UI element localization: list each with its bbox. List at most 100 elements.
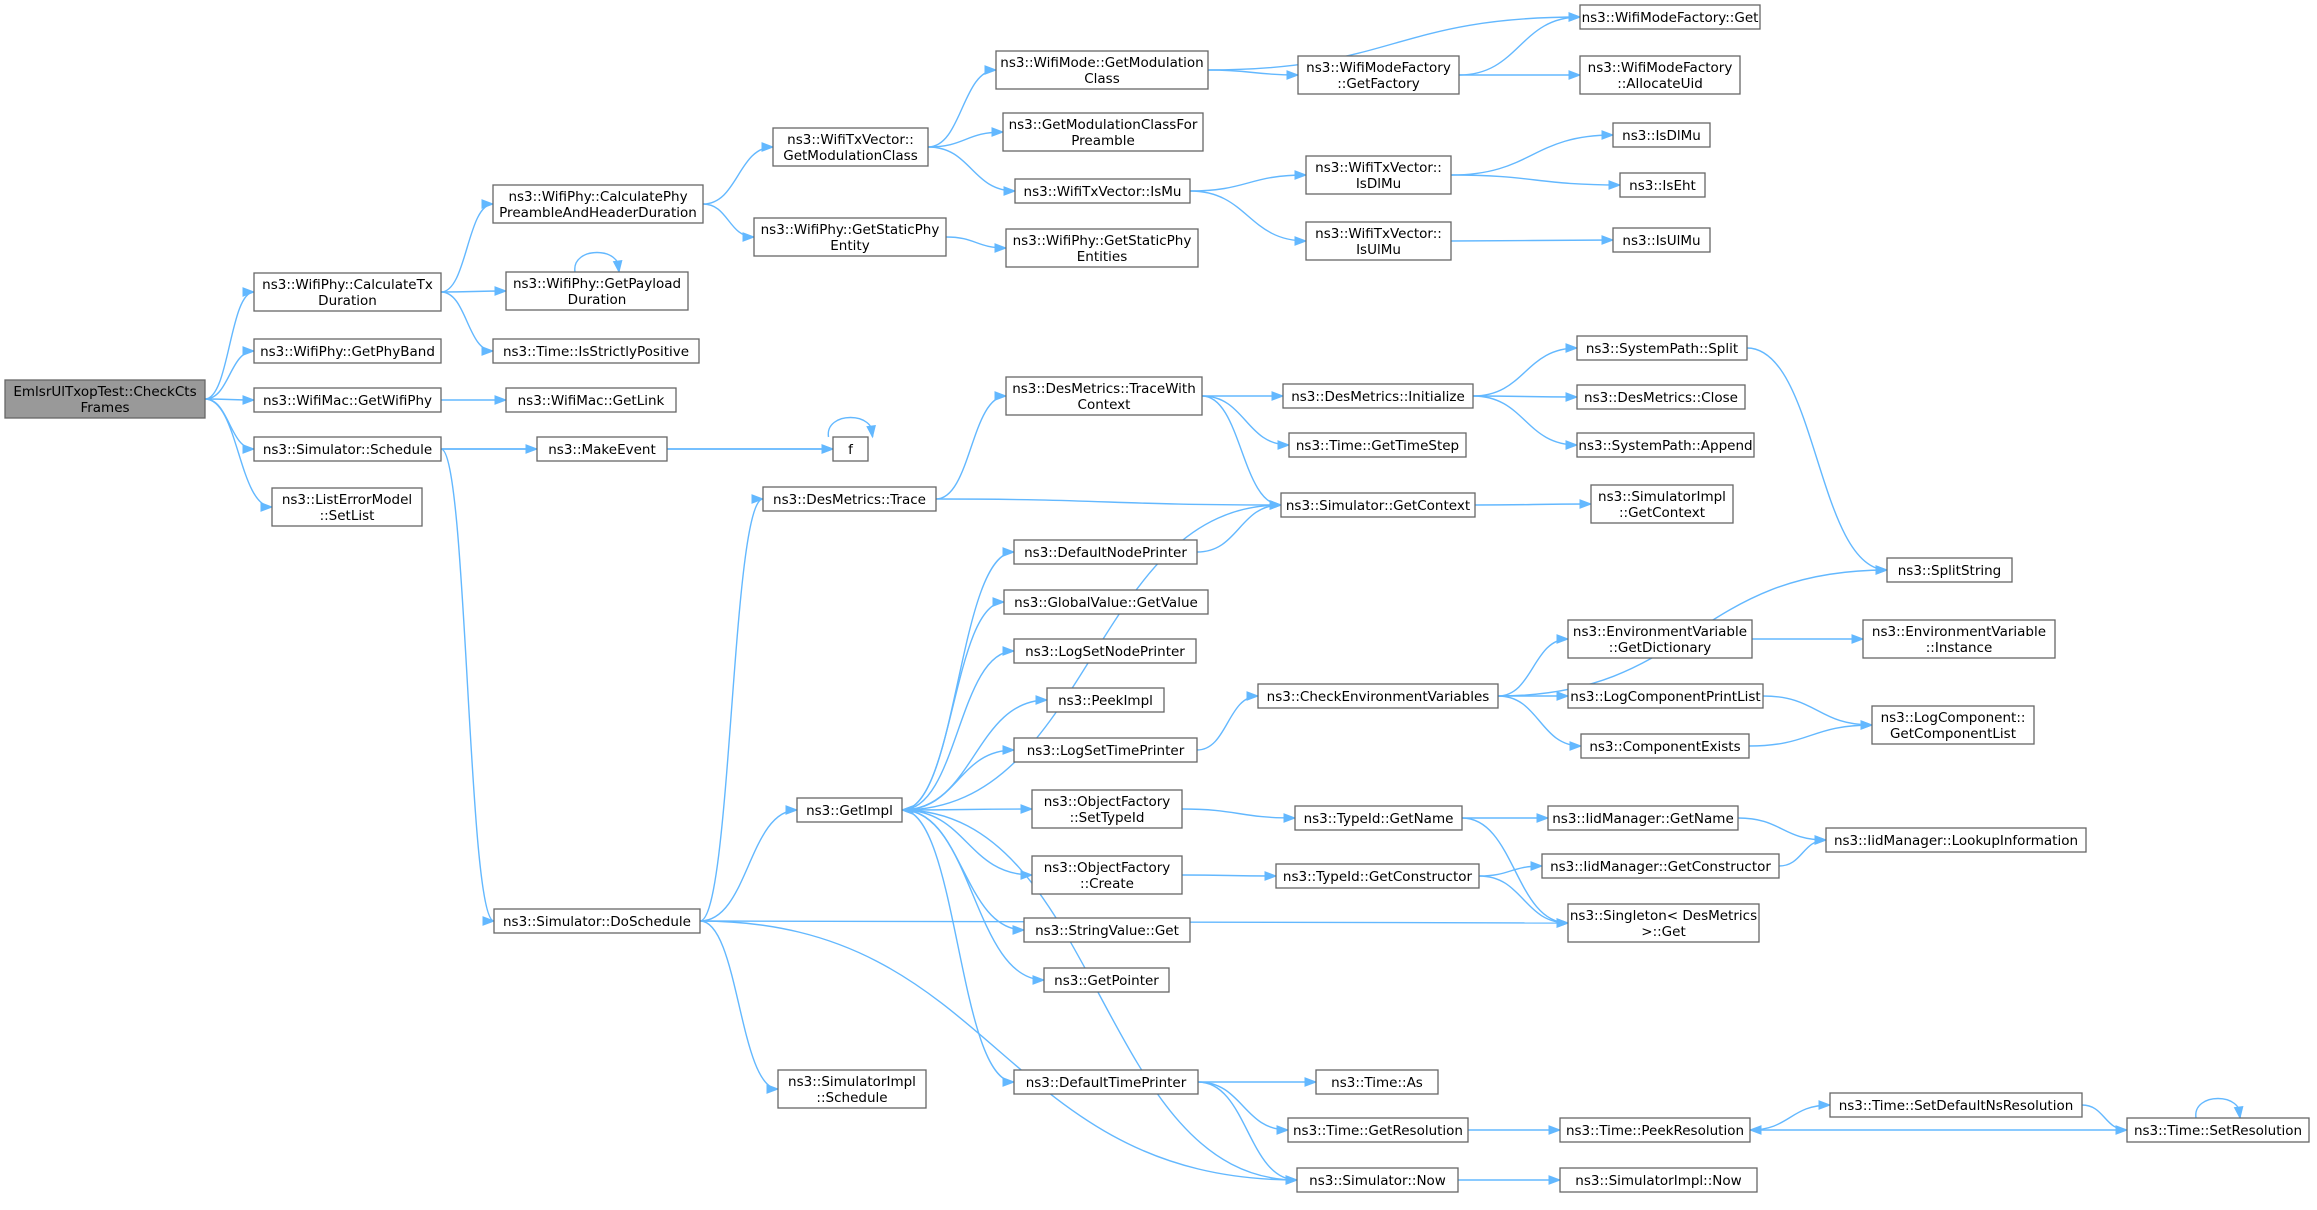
edge-arrowhead-58	[1875, 565, 1889, 575]
edge-logCompPrint-to-logCompList	[1762, 695, 1874, 730]
node-iidLookup[interactable]: ns3::IidManager::LookupInformation	[1825, 827, 2087, 853]
node-box-singletonGet	[1567, 903, 1760, 943]
node-iidGetName[interactable]: ns3::IidManager::GetName	[1547, 805, 1739, 831]
node-timeAs[interactable]: ns3::Time::As	[1315, 1069, 1439, 1095]
node-ofCreate[interactable]: ns3::ObjectFactory::Create	[1031, 855, 1183, 895]
node-defNodePrinter[interactable]: ns3::DefaultNodePrinter	[1013, 539, 1198, 565]
node-compExists[interactable]: ns3::ComponentExists	[1580, 733, 1750, 759]
node-label-wmfAlloc: ns3::WifiModeFactory	[1588, 60, 1733, 76]
node-isUlMu[interactable]: ns3::IsUlMu	[1612, 227, 1711, 253]
node-box-defTimePrinter	[1013, 1069, 1199, 1095]
node-splitString[interactable]: ns3::SplitString	[1886, 557, 2013, 583]
node-singletonGet[interactable]: ns3::Singleton< DesMetrics >::Get	[1567, 903, 1760, 943]
node-implSchedule[interactable]: ns3::SimulatorImpl::Schedule	[777, 1069, 927, 1109]
node-isEht[interactable]: ns3::IsEht	[1619, 172, 1706, 198]
node-label-isUlMu: ns3::IsUlMu	[1622, 233, 1700, 249]
edge-doSchedule-to-simNow	[699, 920, 1299, 1185]
node-setDefaultNs[interactable]: ns3::Time::SetDefaultNsResolution	[1829, 1092, 2083, 1118]
node-setList[interactable]: ns3::ListErrorModel::SetList	[271, 487, 423, 527]
node-wmfGet[interactable]: ns3::WifiModeFactory::Get	[1579, 4, 1761, 30]
node-svGet[interactable]: ns3::StringValue::Get	[1023, 917, 1191, 943]
node-logCompList[interactable]: ns3::LogComponent::GetComponentList	[1871, 705, 2035, 745]
node-implGetContext[interactable]: ns3::SimulatorImpl::GetContext	[1590, 484, 1734, 524]
node-getPhyBand[interactable]: ns3::WifiPhy::GetPhyBand	[253, 338, 442, 364]
node-simGetContext[interactable]: ns3::Simulator::GetContext	[1280, 492, 1476, 518]
node-box-iidLookup	[1825, 827, 2087, 853]
node-box-calcPreamble	[492, 184, 704, 224]
node-logCompPrint[interactable]: ns3::LogComponentPrintList	[1567, 683, 1764, 709]
node-schedule[interactable]: ns3::Simulator::Schedule	[253, 436, 442, 462]
node-f[interactable]: f	[832, 436, 869, 462]
node-tidGetName[interactable]: ns3::TypeId::GetName	[1294, 805, 1463, 831]
node-wmfAlloc[interactable]: ns3::WifiModeFactory::AllocateUid	[1579, 55, 1741, 95]
node-calcPreamble[interactable]: ns3::WifiPhy::CalculatePhyPreambleAndHea…	[492, 184, 704, 224]
node-gvGetValue[interactable]: ns3::GlobalValue::GetValue	[1003, 589, 1209, 615]
node-label-makeEvent: ns3::MakeEvent	[548, 442, 656, 458]
node-txvGetMod[interactable]: ns3::WifiTxVector::GetModulationClass	[772, 127, 929, 167]
node-checkEnv[interactable]: ns3::CheckEnvironmentVariables	[1257, 683, 1499, 709]
edge-line-50	[901, 749, 1015, 811]
node-spSplit[interactable]: ns3::SystemPath::Split	[1576, 335, 1748, 361]
node-simNow[interactable]: ns3::Simulator::Now	[1296, 1167, 1459, 1193]
node-timePeekRes[interactable]: ns3::Time::PeekResolution	[1559, 1117, 1751, 1143]
node-getTimeStep[interactable]: ns3::Time::GetTimeStep	[1288, 432, 1467, 458]
node-label-wmfAlloc: ::AllocateUid	[1617, 76, 1703, 92]
node-wmfGetFactory[interactable]: ns3::WifiModeFactory::GetFactory	[1297, 55, 1460, 95]
node-modeGetMod[interactable]: ns3::WifiMode::GetModulationClass	[995, 50, 1209, 90]
node-ofSetTypeId[interactable]: ns3::ObjectFactory::SetTypeId	[1031, 789, 1183, 829]
node-timeGetRes[interactable]: ns3::Time::GetResolution	[1287, 1117, 1469, 1143]
node-makeEvent[interactable]: ns3::MakeEvent	[536, 436, 668, 462]
node-label-getTimeStep: ns3::Time::GetTimeStep	[1296, 438, 1459, 454]
node-setRes[interactable]: ns3::Time::SetResolution	[2126, 1117, 2310, 1143]
node-box-txvIsDlMu	[1305, 155, 1452, 195]
node-label-envGetDict: ns3::EnvironmentVariable	[1573, 624, 1747, 640]
node-label-gvGetValue: ns3::GlobalValue::GetValue	[1014, 595, 1198, 611]
node-doSchedule[interactable]: ns3::Simulator::DoSchedule	[493, 908, 701, 934]
node-getImpl[interactable]: ns3::GetImpl	[796, 797, 903, 823]
edge-line-38	[1201, 395, 1290, 446]
edge-arrowhead-74	[1276, 1125, 1290, 1135]
node-txvIsUlMu[interactable]: ns3::WifiTxVector::IsUlMu	[1305, 221, 1452, 261]
node-logSetTime[interactable]: ns3::LogSetTimePrinter	[1013, 737, 1198, 763]
edge-iidGetCtor-to-iidLookup	[1778, 835, 1828, 867]
node-desTrace[interactable]: ns3::DesMetrics::Trace	[762, 486, 937, 512]
node-isDlMu[interactable]: ns3::IsDlMu	[1612, 122, 1711, 148]
node-defTimePrinter[interactable]: ns3::DefaultTimePrinter	[1013, 1069, 1199, 1095]
node-peekImpl[interactable]: ns3::PeekImpl	[1046, 687, 1165, 713]
edge-root-to-calcTx	[204, 287, 256, 400]
edge-calcTx-to-isStrictly	[440, 291, 495, 356]
node-logSetNode[interactable]: ns3::LogSetNodePrinter	[1013, 638, 1197, 664]
edge-arrowhead-21	[1286, 70, 1300, 80]
node-spAppend[interactable]: ns3::SystemPath::Append	[1576, 432, 1755, 458]
edge-arrowhead-47	[992, 597, 1006, 607]
node-box-setDefaultNs	[1829, 1092, 2083, 1118]
node-desInit[interactable]: ns3::DesMetrics::Initialize	[1282, 383, 1474, 409]
node-implNow[interactable]: ns3::SimulatorImpl::Now	[1559, 1167, 1758, 1193]
edge-arrowhead-5	[481, 199, 495, 209]
node-label-implGetContext: ns3::SimulatorImpl	[1598, 489, 1726, 505]
edge-simNow-to-getImpl	[900, 805, 1298, 1181]
node-getLink[interactable]: ns3::WifiMac::GetLink	[505, 387, 677, 413]
edge-traceWith-to-simGetContext	[1201, 395, 1283, 510]
node-getPointer[interactable]: ns3::GetPointer	[1043, 967, 1170, 993]
edge-calcTx-to-getPayload	[440, 286, 508, 296]
node-isStrictly[interactable]: ns3::Time::IsStrictlyPositive	[492, 338, 700, 364]
node-desClose[interactable]: ns3::DesMetrics::Close	[1576, 384, 1746, 410]
edge-arrowhead-79	[1748, 1125, 1762, 1135]
node-box-traceWith	[1005, 376, 1203, 416]
node-getWifiPhy[interactable]: ns3::WifiMac::GetWifiPhy	[253, 387, 442, 413]
node-iidGetCtor[interactable]: ns3::IidManager::GetConstructor	[1541, 853, 1780, 879]
node-envGetDict[interactable]: ns3::EnvironmentVariable::GetDictionary	[1567, 619, 1753, 659]
node-envInstance[interactable]: ns3::EnvironmentVariable::Instance	[1862, 619, 2056, 659]
node-txvIsDlMu[interactable]: ns3::WifiTxVector::IsDlMu	[1305, 155, 1452, 195]
node-txvIsMu[interactable]: ns3::WifiTxVector::IsMu	[1014, 178, 1191, 204]
node-tidGetCtor[interactable]: ns3::TypeId::GetConstructor	[1275, 863, 1480, 889]
